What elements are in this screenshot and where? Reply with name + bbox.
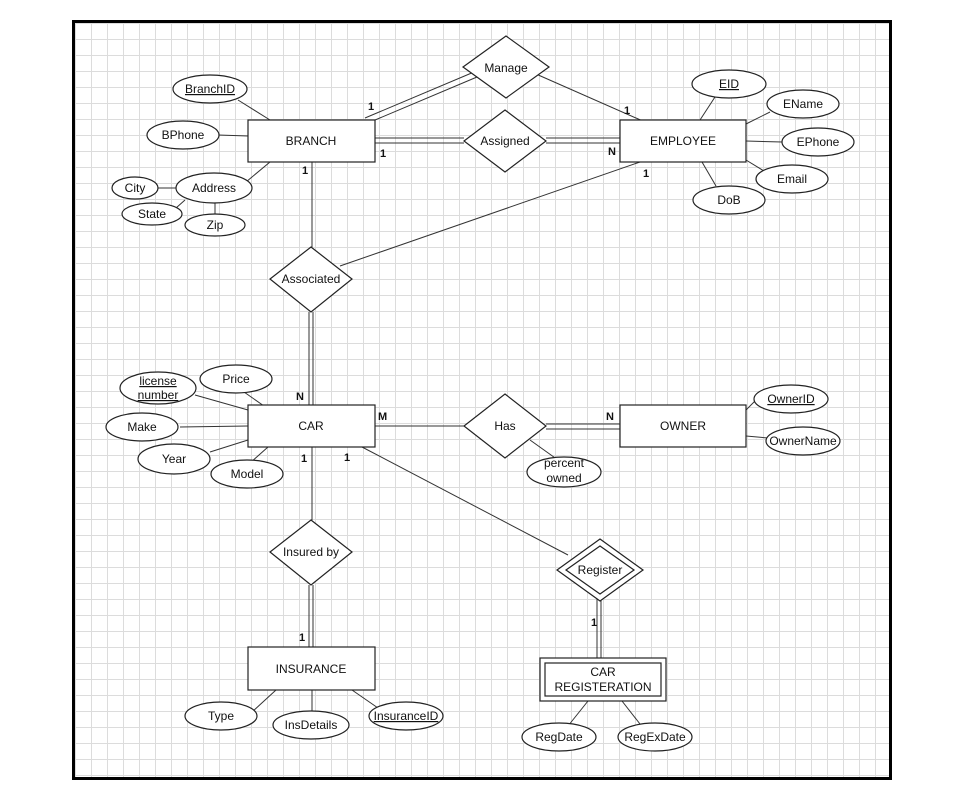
manage-label: Manage [484,61,528,75]
cardinality-labels: 1 1 1 N 1 1 N M N 1 1 1 1 [296,101,649,644]
assigned-label: Assigned [480,134,529,148]
entity-employee: EMPLOYEE [619,119,747,163]
attr-model-label: Model [231,467,264,481]
attr-ins-details-label: InsDetails [285,718,338,732]
attr-reg-ex-date-label: RegExDate [624,730,686,744]
entity-insurance: INSURANCE [247,646,376,691]
cardinality-insured-insurance: 1 [299,632,305,644]
attr-make: Make [105,412,179,442]
entity-insurance-label: INSURANCE [276,662,347,676]
attr-price-label: Price [222,372,250,386]
attr-address: Address [175,172,253,204]
associated-label: Associated [282,272,341,286]
entity-employee-label: EMPLOYEE [650,134,716,148]
entity-branch: BRANCH [247,119,376,163]
attr-dob: DoB [692,185,766,215]
has-label: Has [494,419,515,433]
attr-branch-id: BranchID [172,74,248,104]
attr-city-label: City [125,181,146,195]
attr-reg-date: RegDate [521,722,597,752]
attr-percent-owned: percent owned [526,456,602,488]
attr-bphone-label: BPhone [162,128,205,142]
attr-zip: Zip [184,213,246,237]
cardinality-has-owner: N [606,411,614,423]
cardinality-assigned-employee: N [608,146,616,158]
cardinality-register-car: 1 [344,452,350,464]
weak-entity-car-registration: CAR REGISTERATION [539,657,667,702]
insured-by-label: Insured by [283,545,339,559]
attr-year-label: Year [162,452,186,466]
attr-type: Type [184,701,258,731]
identifying-relationship-register: Register [555,538,645,602]
attr-license-number-line2: number [138,388,179,402]
entity-owner-label: OWNER [660,419,706,433]
attr-insurance-id: InsuranceID [368,701,444,731]
attr-zip-label: Zip [207,218,224,232]
attr-branch-id-label: BranchID [185,82,235,96]
entity-car-label: CAR [298,419,324,433]
attr-ename: EName [766,89,840,119]
attr-bphone: BPhone [146,120,220,150]
attr-percent-owned-line1: percent [544,456,585,470]
connector-lines [158,71,783,727]
attr-owner-name-label: OwnerName [769,434,837,448]
attr-reg-ex-date: RegExDate [617,722,693,752]
attr-ename-label: EName [783,97,823,111]
attr-email: Email [755,164,829,194]
attr-license-number-line1: license [139,374,177,388]
cardinality-manage-employee: 1 [624,105,630,117]
attr-owner-name: OwnerName [765,426,841,456]
cardinality-register-registration: 1 [591,617,597,629]
attr-ins-details: InsDetails [272,710,350,740]
attr-state-label: State [138,207,166,221]
car-registration-label-line2: REGISTERATION [554,680,651,694]
attr-dob-label: DoB [717,193,740,207]
entity-owner: OWNER [619,404,747,448]
register-label: Register [578,563,623,577]
attr-reg-date-label: RegDate [535,730,583,744]
attr-address-label: Address [192,181,236,195]
attr-owner-id-label: OwnerID [767,392,815,406]
attr-ephone: EPhone [781,127,855,157]
cardinality-associated-branch: 1 [302,165,308,177]
relationship-associated: Associated [269,246,353,313]
cardinality-assigned-branch: 1 [380,148,386,160]
attr-city: City [111,176,159,200]
attr-eid-label: EID [719,77,739,91]
attr-model: Model [210,459,284,489]
cardinality-insured-car: 1 [301,453,307,465]
cardinality-manage-branch: 1 [368,101,374,113]
relationship-assigned: Assigned [463,109,547,173]
attr-eid: EID [691,69,767,99]
attr-make-label: Make [127,420,157,434]
attr-state: State [121,202,183,226]
attr-type-label: Type [208,709,234,723]
car-registration-label-line1: CAR [590,665,616,679]
attr-insurance-id-label: InsuranceID [374,709,439,723]
attr-email-label: Email [777,172,807,186]
cardinality-has-car: M [378,411,387,423]
relationship-manage: Manage [461,35,551,99]
entity-car: CAR [247,404,376,448]
relationship-insured-by: Insured by [269,519,353,586]
attr-percent-owned-line2: owned [546,471,581,485]
attr-price: Price [199,364,273,394]
cardinality-associated-employee: 1 [643,168,649,180]
attr-year: Year [137,443,211,475]
attr-owner-id: OwnerID [753,384,829,414]
cardinality-associated-car: N [296,391,304,403]
entity-branch-label: BRANCH [286,134,337,148]
attr-ephone-label: EPhone [797,135,840,149]
attr-license-number: license number [119,371,197,405]
relationship-has: Has [463,393,547,459]
